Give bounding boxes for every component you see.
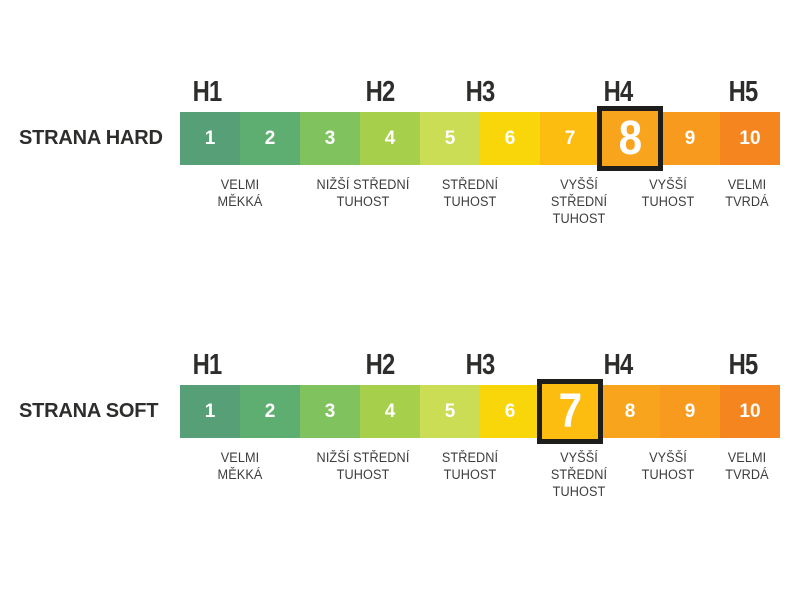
- scale-cell-number: 1: [204, 400, 216, 422]
- hardness-category-label: H2: [365, 76, 396, 108]
- scale-cell-number: 7: [564, 127, 576, 149]
- scale-cell: 5: [420, 112, 480, 165]
- scale-cell-number: 3: [324, 400, 336, 422]
- scale-cell: 6: [480, 385, 540, 438]
- scale-cell-number: 5: [444, 400, 456, 422]
- scale-cell-number: 2: [264, 127, 276, 149]
- scale-cell-number: 10: [739, 127, 761, 149]
- scale-cell-number: 1: [204, 127, 216, 149]
- row-title: STRANA HARD: [19, 127, 163, 149]
- scale-cell: 10: [720, 385, 780, 438]
- firmness-description: VELMI MĚKKÁ: [217, 450, 263, 482]
- hardness-category-label: H1: [192, 349, 223, 381]
- scale-cell-number: 9: [684, 400, 696, 422]
- hardness-category-label: H5: [728, 76, 759, 108]
- scale-cell: 5: [420, 385, 480, 438]
- scale-cell: 2: [240, 112, 300, 165]
- scale-cell-number: 8: [624, 400, 636, 422]
- firmness-description: VELMI MĚKKÁ: [217, 177, 263, 209]
- hardness-category-label: H5: [728, 349, 759, 381]
- scale-cell: 1: [180, 112, 240, 165]
- scale-cell-number: 2: [264, 400, 276, 422]
- hardness-category-label: H2: [365, 349, 396, 381]
- hardness-category-label: H4: [603, 76, 634, 108]
- scale-cell: 10: [720, 112, 780, 165]
- scale-cell: 9: [660, 385, 720, 438]
- firmness-description: VELMI TVRDÁ: [725, 177, 769, 209]
- scale-cell: 2: [240, 385, 300, 438]
- hardness-category-label: H3: [465, 349, 496, 381]
- scale-cell: 7: [540, 112, 600, 165]
- scale-cell-number: 5: [444, 127, 456, 149]
- scale-cell-number: 8: [618, 112, 642, 165]
- scale-cell-number: 9: [684, 127, 696, 149]
- hardness-category-label: H1: [192, 76, 223, 108]
- scale-cell-highlighted: 7: [537, 379, 603, 444]
- scale-cell-number: 3: [324, 127, 336, 149]
- scale-cell-number: 6: [504, 400, 516, 422]
- firmness-scale: 1 2 3 4 5 6 7 8 9 10: [180, 379, 780, 444]
- scale-cell-highlighted: 8: [597, 106, 663, 171]
- scale-cell-number: 4: [384, 127, 396, 149]
- scale-cell: 9: [660, 112, 720, 165]
- scale-cell: 3: [300, 385, 360, 438]
- scale-cell-number: 4: [384, 400, 396, 422]
- firmness-description: VELMI TVRDÁ: [725, 450, 769, 482]
- firmness-scale: 1 2 3 4 5 6 7 8 9 10: [180, 106, 780, 171]
- scale-cell: 4: [360, 385, 420, 438]
- scale-cell: 4: [360, 112, 420, 165]
- firmness-row-hard: STRANA HARD H1 H2 H3 H4 H5 1 2 3 4 5 6 7…: [0, 76, 800, 250]
- hardness-category-label: H4: [603, 349, 634, 381]
- firmness-description: STŘEDNÍ TUHOST: [441, 177, 499, 209]
- firmness-description: VYŠŠÍ STŘEDNÍ TUHOST: [550, 450, 608, 499]
- firmness-description: NIŽŠÍ STŘEDNÍ TUHOST: [316, 177, 410, 209]
- scale-cell: 3: [300, 112, 360, 165]
- scale-cell: 8: [600, 385, 660, 438]
- scale-cell-number: 7: [558, 385, 582, 438]
- scale-cell: 1: [180, 385, 240, 438]
- firmness-row-soft: STRANA SOFT H1 H2 H3 H4 H5 1 2 3 4 5 6 7…: [0, 349, 800, 523]
- scale-cell: 6: [480, 112, 540, 165]
- scale-cell-number: 10: [739, 400, 761, 422]
- row-title: STRANA SOFT: [19, 400, 159, 422]
- firmness-description: STŘEDNÍ TUHOST: [441, 450, 499, 482]
- scale-cell-number: 6: [504, 127, 516, 149]
- hardness-category-label: H3: [465, 76, 496, 108]
- firmness-description: VYŠŠÍ STŘEDNÍ TUHOST: [550, 177, 608, 226]
- firmness-description: VYŠŠÍ TUHOST: [641, 450, 695, 482]
- firmness-description: VYŠŠÍ TUHOST: [641, 177, 695, 209]
- firmness-description: NIŽŠÍ STŘEDNÍ TUHOST: [316, 450, 410, 482]
